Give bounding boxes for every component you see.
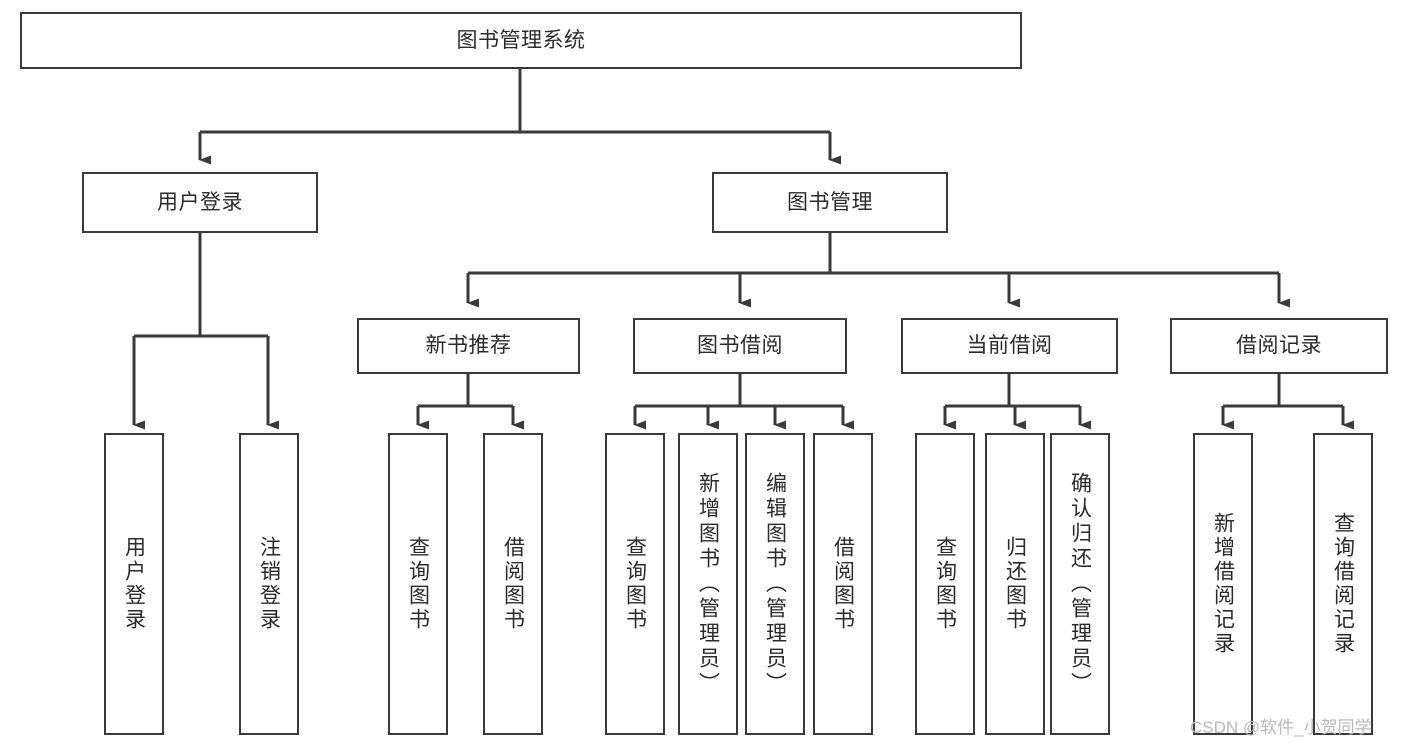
leaf-book-borrow-edit[interactable]: 编辑图书（管理员） xyxy=(745,433,805,735)
node-borrow-record[interactable]: 借阅记录 xyxy=(1170,318,1388,374)
leaf-current-borrow-query[interactable]: 查询图书 xyxy=(915,433,975,735)
node-book-management[interactable]: 图书管理 xyxy=(712,172,948,233)
leaf-borrow-record-add[interactable]: 新增借阅记录 xyxy=(1193,433,1253,735)
leaf-current-borrow-confirm-return[interactable]: 确认归还（管理员） xyxy=(1050,433,1110,735)
node-current-borrow[interactable]: 当前借阅 xyxy=(901,318,1118,374)
node-root-system[interactable]: 图书管理系统 xyxy=(20,12,1022,69)
leaf-book-borrow-lend[interactable]: 借阅图书 xyxy=(813,433,873,735)
leaf-borrow-record-query[interactable]: 查询借阅记录 xyxy=(1313,433,1373,735)
leaf-current-borrow-return[interactable]: 归还图书 xyxy=(985,433,1045,735)
leaf-new-book-borrow[interactable]: 借阅图书 xyxy=(483,433,543,735)
node-new-book-recommend[interactable]: 新书推荐 xyxy=(357,318,580,374)
leaf-user-login-signin[interactable]: 用户登录 xyxy=(104,433,164,735)
leaf-book-borrow-add[interactable]: 新增图书（管理员） xyxy=(678,433,738,735)
leaf-new-book-query[interactable]: 查询图书 xyxy=(388,433,448,735)
node-book-borrow[interactable]: 图书借阅 xyxy=(633,318,847,374)
leaf-book-borrow-query[interactable]: 查询图书 xyxy=(605,433,665,735)
node-user-login[interactable]: 用户登录 xyxy=(82,172,318,233)
leaf-user-login-signout[interactable]: 注销登录 xyxy=(239,433,299,735)
